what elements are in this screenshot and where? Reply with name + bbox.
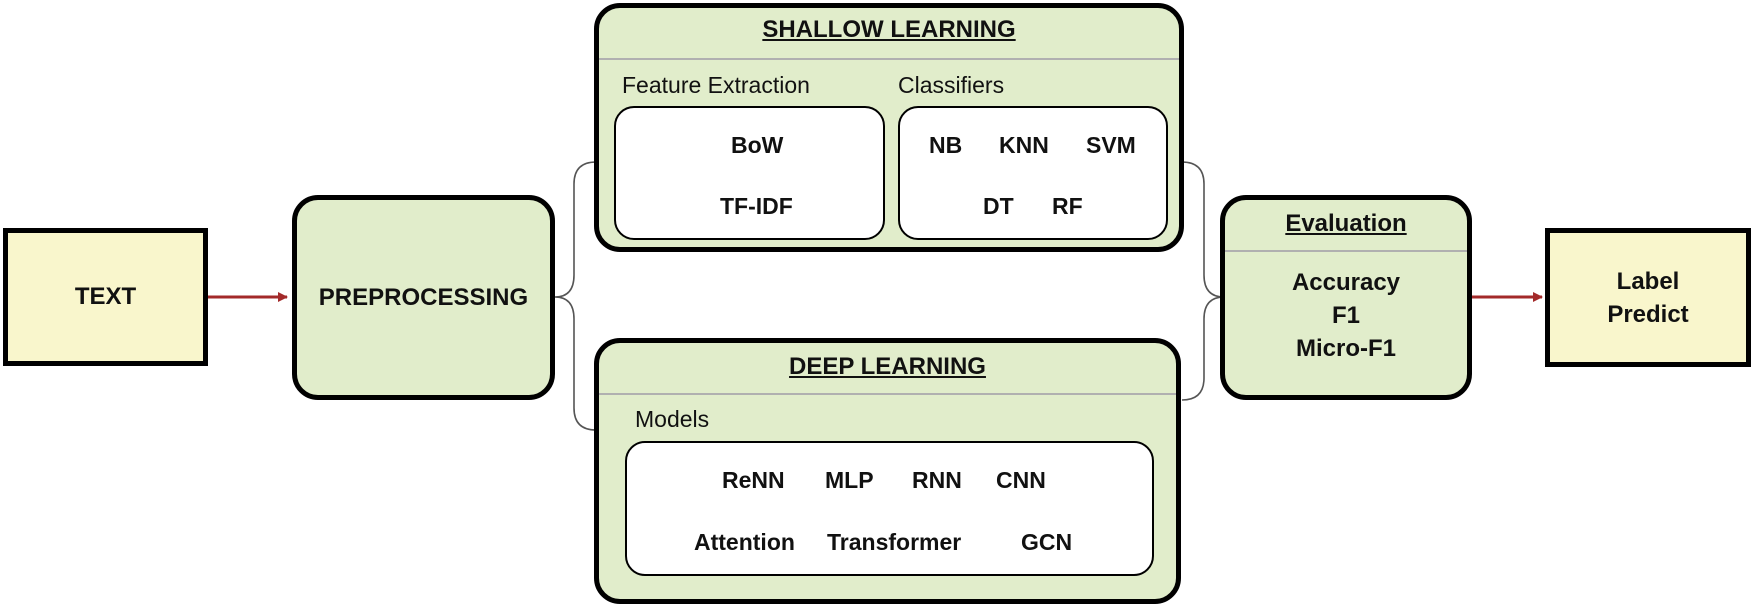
evaluation-title-divider [1225, 250, 1467, 252]
model-renn: ReNN [722, 467, 785, 493]
deep-title-divider [599, 393, 1176, 395]
label-predict-line2: Predict [1607, 300, 1689, 328]
preprocessing-label: PREPROCESSING [318, 283, 529, 311]
shallow-learning-title: SHALLOW LEARNING [762, 16, 1016, 43]
deep-learning-title: DEEP LEARNING [789, 353, 986, 380]
classifier-knn: KNN [999, 132, 1049, 158]
feature-extraction-panel: BoW TF-IDF [614, 106, 885, 240]
text-input-label: TEXT [74, 283, 137, 310]
classifier-svm: SVM [1086, 132, 1136, 158]
label-predict-box: Label Predict [1545, 228, 1751, 367]
bracket-split-left [554, 161, 597, 431]
feature-extraction-label: Feature Extraction [622, 72, 810, 98]
shallow-title-divider [599, 58, 1179, 60]
evaluation-title: Evaluation [1285, 210, 1407, 237]
feature-bow: BoW [731, 132, 784, 158]
model-cnn: CNN [996, 467, 1046, 493]
metric-micro-f1: Micro-F1 [1295, 335, 1396, 362]
models-panel: ReNN MLP RNN CNN Attention Transformer G… [625, 441, 1154, 576]
evaluation-metrics: Accuracy F1 Micro-F1 [1225, 266, 1467, 365]
classifier-nb: NB [929, 132, 963, 158]
metric-accuracy: Accuracy [1291, 269, 1401, 296]
evaluation-box: Evaluation Accuracy F1 Micro-F1 [1220, 195, 1472, 400]
deep-learning-box: DEEP LEARNING Models ReNN MLP RNN CNN At… [594, 338, 1181, 604]
classifiers-label: Classifiers [898, 72, 1005, 98]
classifier-dt: DT [983, 193, 1014, 219]
model-rnn: RNN [912, 467, 962, 493]
model-attention: Attention [694, 529, 795, 555]
label-predict-line1: Label [1616, 267, 1680, 295]
classifier-rf: RF [1052, 193, 1083, 219]
model-transformer: Transformer [827, 529, 962, 555]
model-gcn: GCN [1021, 529, 1073, 555]
feature-tf-idf: TF-IDF [720, 193, 793, 219]
shallow-learning-box: SHALLOW LEARNING Feature Extraction Clas… [594, 3, 1184, 252]
bracket-merge-right [1181, 161, 1225, 401]
model-mlp: MLP [825, 467, 874, 493]
classifiers-panel: NB KNN SVM DT RF [898, 106, 1168, 240]
preprocessing-box: PREPROCESSING [292, 195, 555, 400]
metric-f1: F1 [1331, 302, 1360, 329]
models-label: Models [635, 406, 710, 432]
text-input-box: TEXT [3, 228, 208, 366]
